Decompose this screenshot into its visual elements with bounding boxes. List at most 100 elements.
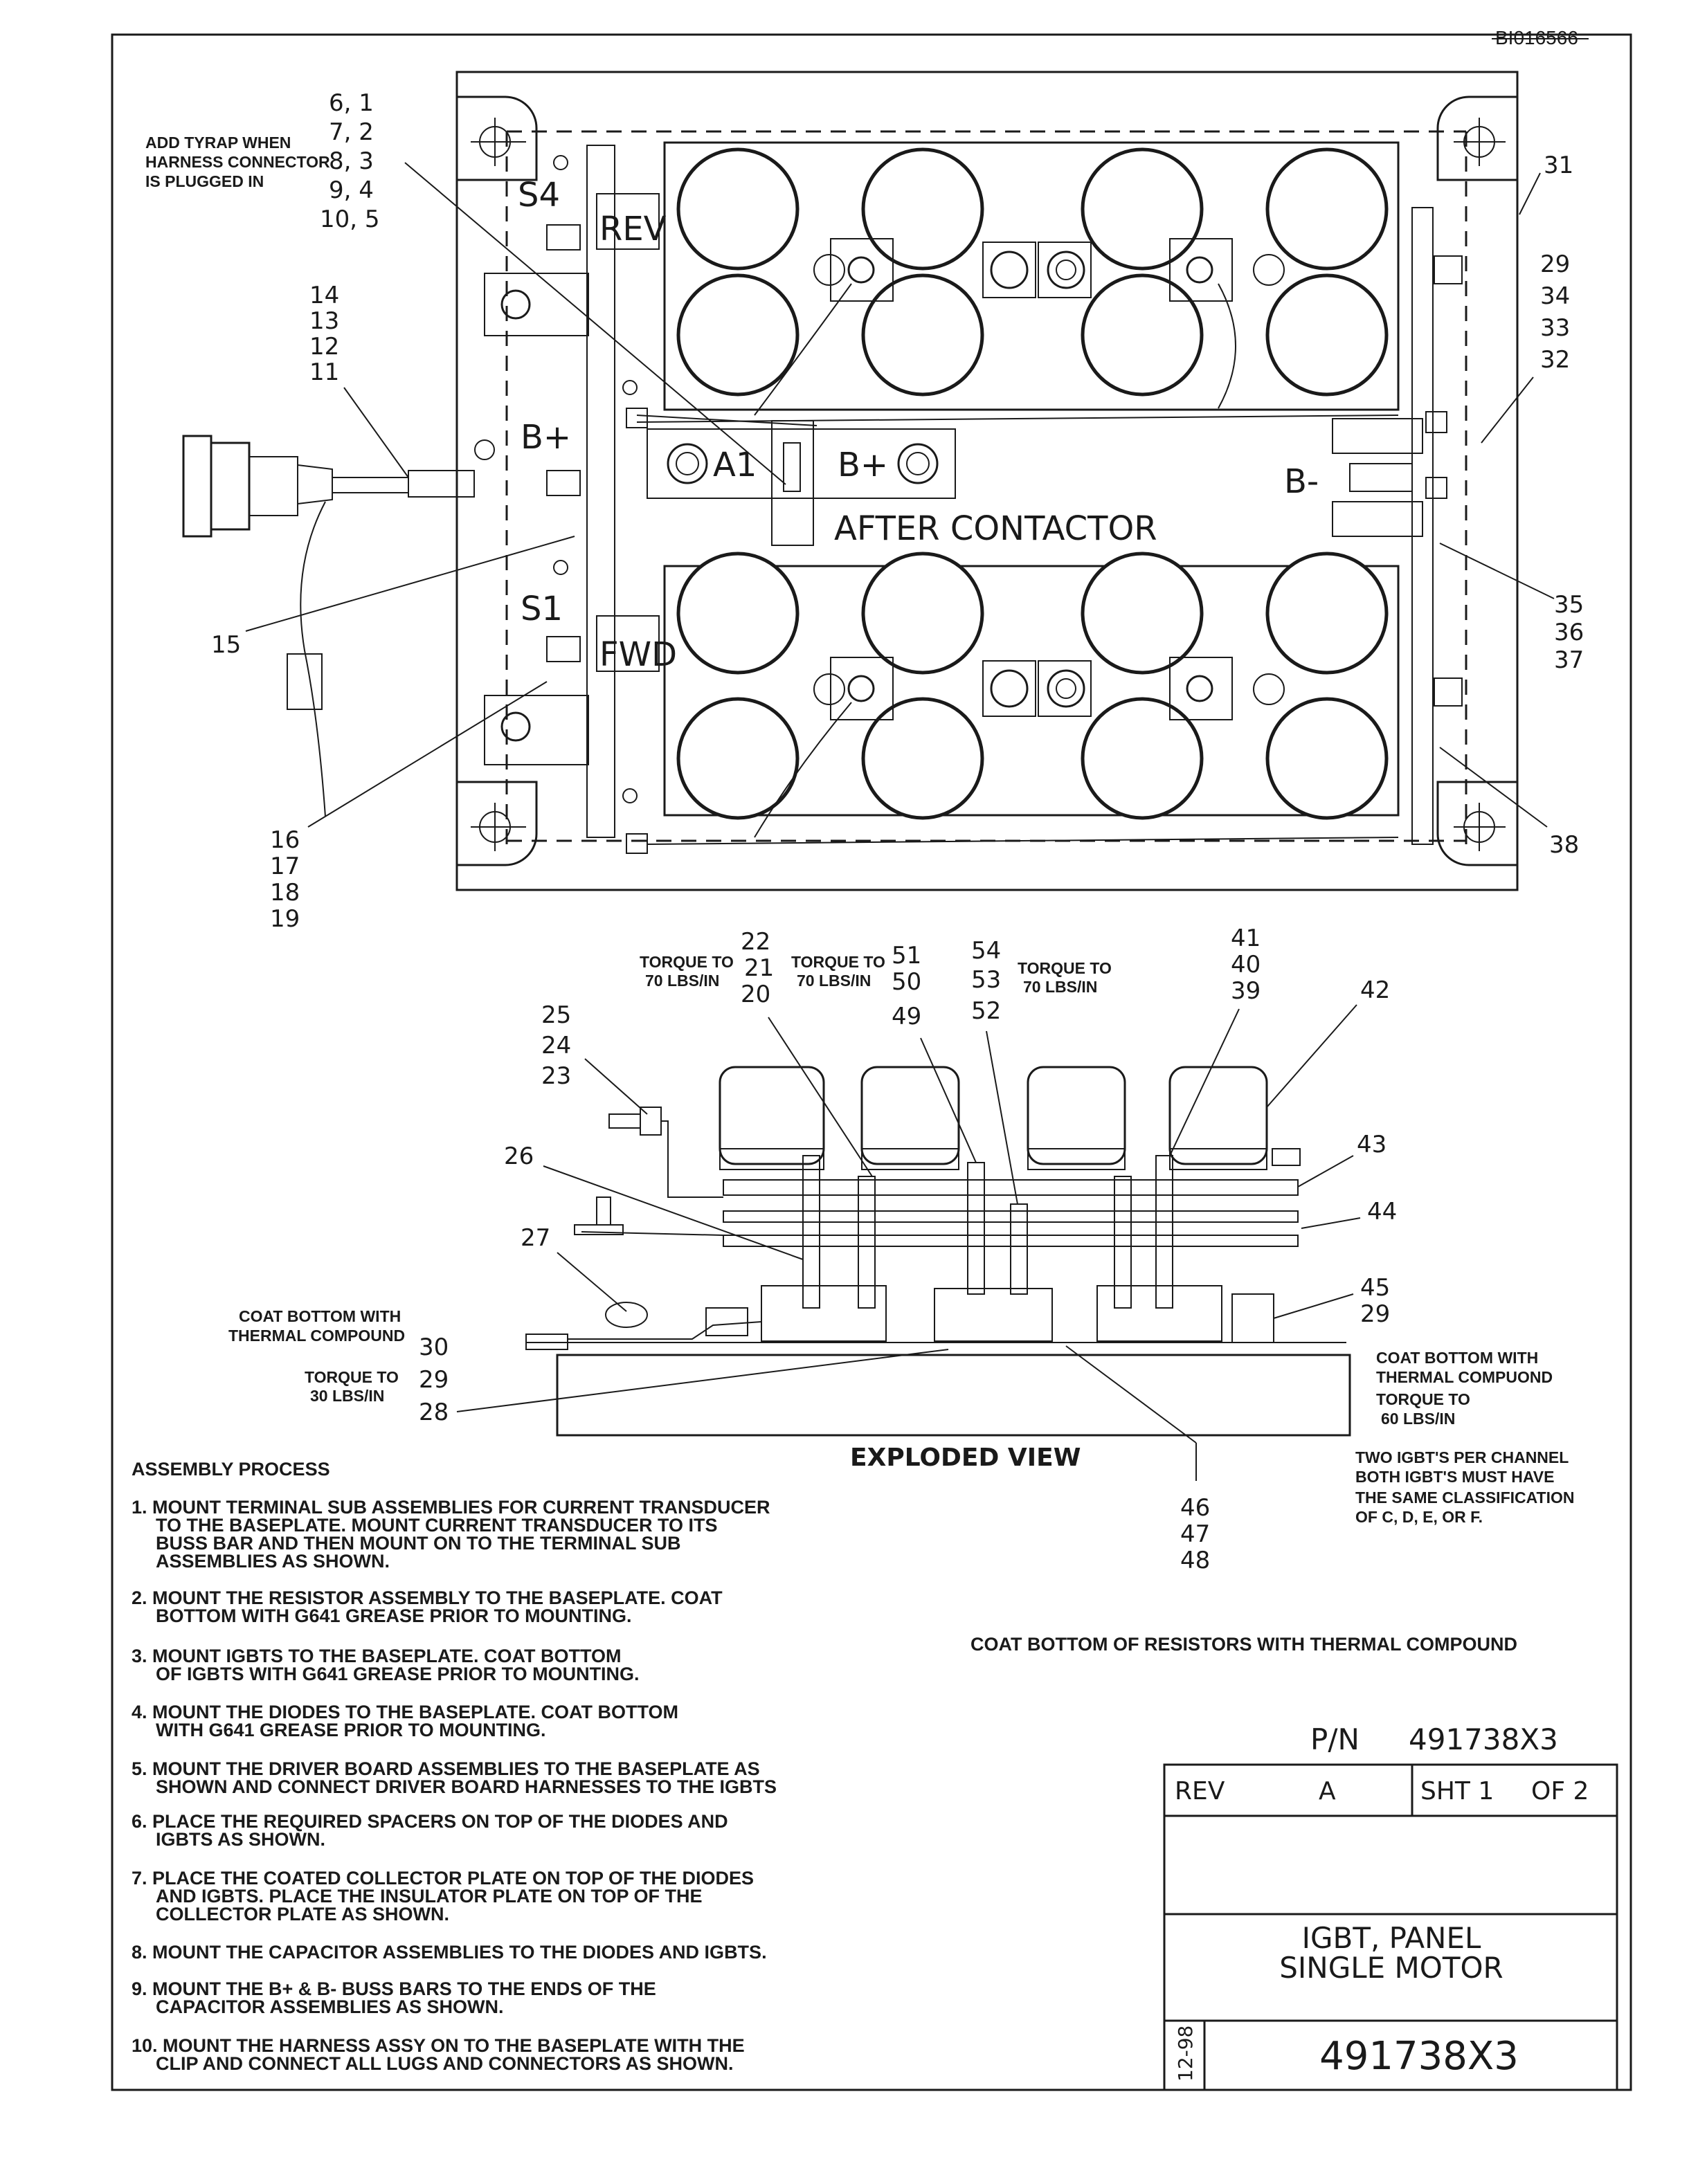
label-bplus-bus: B+	[838, 446, 888, 484]
callout-33: 33	[1540, 314, 1570, 342]
torque2-line2: 70 LBS/IN	[797, 972, 871, 990]
assembly-step-7: 7. PLACE THE COATED COLLECTOR PLATE ON T…	[132, 1868, 754, 1924]
svg-text:2. MOUNT THE RESISTOR ASSEMBLY: 2. MOUNT THE RESISTOR ASSEMBLY TO THE BA…	[132, 1587, 723, 1608]
callout-25: 25	[541, 1001, 571, 1029]
svg-text:SHOWN AND CONNECT DRIVER BOARD: SHOWN AND CONNECT DRIVER BOARD HARNESSES…	[156, 1776, 777, 1797]
title-block: P/N 491738X3 REV A SHT 1 OF 2 IGBT, PANE…	[1163, 1722, 1618, 2091]
svg-text:TO THE BASEPLATE. MOUNT CURREN: TO THE BASEPLATE. MOUNT CURRENT TRANSDUC…	[156, 1515, 718, 1536]
callout-29-exploded: 29	[1360, 1300, 1390, 1328]
callout-50: 50	[892, 968, 921, 996]
assembly-step-6: 6. PLACE THE REQUIRED SPACERS ON TOP OF …	[132, 1811, 728, 1850]
exploded-view	[525, 1066, 1351, 1437]
tywrap-note-line2: HARNESS CONNECTOR	[145, 153, 330, 171]
svg-text:IGBTS AS SHOWN.: IGBTS AS SHOWN.	[156, 1829, 325, 1850]
assembly-step-4: 4. MOUNT THE DIODES TO THE BASEPLATE. CO…	[132, 1702, 678, 1740]
callout-17: 17	[270, 853, 300, 880]
callout-42: 42	[1360, 976, 1390, 1004]
svg-text:BOTTOM WITH G641 GREASE PRIOR: BOTTOM WITH G641 GREASE PRIOR TO MOUNTIN…	[156, 1605, 632, 1626]
coat-left-line2: THERMAL COMPOUND	[228, 1327, 405, 1345]
callout-45: 45	[1360, 1274, 1390, 1302]
assembly-step-9: 9. MOUNT THE B+ & B- BUSS BARS TO THE EN…	[132, 1978, 656, 2017]
callout-47: 47	[1180, 1520, 1210, 1548]
callout-8-3: 8, 3	[329, 147, 374, 175]
igbt-note-line2: BOTH IGBT'S MUST HAVE	[1355, 1468, 1554, 1486]
assembly-step-1: 1. MOUNT TERMINAL SUB ASSEMBLIES FOR CUR…	[132, 1497, 770, 1572]
callout-12: 12	[309, 333, 339, 361]
callout-15: 15	[211, 631, 241, 659]
svg-text:9. MOUNT THE B+ & B- BUSS BARS: 9. MOUNT THE B+ & B- BUSS BARS TO THE EN…	[132, 1978, 656, 1999]
title-line-2: SINGLE MOTOR	[1279, 1951, 1503, 1985]
callout-6-1: 6, 1	[329, 89, 374, 117]
callout-53: 53	[971, 966, 1001, 994]
torque4-line1: TORQUE TO	[305, 1368, 399, 1386]
svg-text:CAPACITOR ASSEMBLIES AS SHOWN.: CAPACITOR ASSEMBLIES AS SHOWN.	[156, 1996, 504, 2017]
callout-36: 36	[1554, 619, 1584, 646]
callout-30: 30	[419, 1334, 449, 1361]
callout-41: 41	[1231, 925, 1261, 952]
label-bminus: B-	[1284, 462, 1319, 501]
svg-text:AND IGBTS. PLACE THE INSULATOR: AND IGBTS. PLACE THE INSULATOR PLATE ON …	[156, 1886, 703, 1907]
drawing-number: 491738X3	[1319, 2034, 1519, 2079]
pn-label: P/N	[1310, 1722, 1360, 1756]
torque1-line2: 70 LBS/IN	[645, 972, 719, 990]
coat-right-line2: THERMAL COMPUOND	[1376, 1368, 1553, 1386]
callout-10-5: 10, 5	[320, 206, 380, 233]
label-bplus-left: B+	[521, 418, 571, 457]
coat-right-line4: 60 LBS/IN	[1381, 1410, 1455, 1428]
assembly-heading: ASSEMBLY PROCESS	[132, 1459, 330, 1480]
pn-value: 491738X3	[1409, 1722, 1558, 1756]
svg-text:1. MOUNT TERMINAL SUB ASSEMBLI: 1. MOUNT TERMINAL SUB ASSEMBLIES FOR CUR…	[132, 1497, 770, 1518]
tywrap-note-line1: ADD TYRAP WHEN	[145, 134, 291, 152]
svg-text:5. MOUNT THE DRIVER BOARD ASSE: 5. MOUNT THE DRIVER BOARD ASSEMBLIES TO …	[132, 1758, 760, 1779]
torque3-line2: 70 LBS/IN	[1023, 978, 1097, 996]
title-line-1: IGBT, PANEL	[1302, 1921, 1481, 1955]
callout-40: 40	[1231, 951, 1261, 979]
svg-text:BUSS BAR AND THEN MOUNT ON TO: BUSS BAR AND THEN MOUNT ON TO THE TERMIN…	[156, 1533, 681, 1554]
igbt-note-line3: THE SAME CLASSIFICATION	[1355, 1489, 1574, 1507]
callout-51: 51	[892, 942, 921, 970]
assembly-step-10: 10. MOUNT THE HARNESS ASSY ON TO THE BAS…	[132, 2035, 745, 2074]
svg-text:7. PLACE THE COATED COLLECTOR: 7. PLACE THE COATED COLLECTOR PLATE ON T…	[132, 1868, 754, 1889]
callout-11: 11	[309, 358, 339, 386]
callout-48: 48	[1180, 1547, 1210, 1574]
panel-top-view	[182, 71, 1519, 891]
svg-text:COLLECTOR PLATE AS SHOWN.: COLLECTOR PLATE AS SHOWN.	[156, 1904, 449, 1924]
callout-9-4: 9, 4	[329, 176, 374, 204]
sheet-number: SHT 1	[1420, 1777, 1494, 1805]
callout-28: 28	[419, 1399, 449, 1426]
assembly-step-5: 5. MOUNT THE DRIVER BOARD ASSEMBLIES TO …	[132, 1758, 777, 1797]
coat-left-line1: COAT BOTTOM WITH	[239, 1307, 401, 1325]
callout-37: 37	[1554, 646, 1584, 674]
callout-26: 26	[504, 1143, 534, 1170]
drawing-date: 12-98	[1174, 2026, 1197, 2082]
callout-24: 24	[541, 1032, 571, 1059]
svg-text:ASSEMBLIES AS SHOWN.: ASSEMBLIES AS SHOWN.	[156, 1551, 390, 1572]
callout-43: 43	[1357, 1131, 1387, 1158]
callout-44: 44	[1367, 1198, 1397, 1226]
assembly-process: ASSEMBLY PROCESS 1. MOUNT TERMINAL SUB A…	[132, 1459, 777, 2074]
svg-text:WITH G641 GREASE PRIOR TO MOUN: WITH G641 GREASE PRIOR TO MOUNTING.	[156, 1720, 546, 1740]
svg-text:OF IGBTS WITH G641 GREASE PRIO: OF IGBTS WITH G641 GREASE PRIOR TO MOUNT…	[156, 1664, 640, 1684]
callout-27: 27	[521, 1224, 550, 1252]
label-rev: REV	[599, 210, 667, 248]
callout-14: 14	[309, 282, 339, 309]
callout-35: 35	[1554, 591, 1584, 619]
callout-20: 20	[741, 981, 770, 1008]
doc-id: BI016566	[1495, 27, 1578, 48]
callout-29: 29	[1540, 251, 1570, 278]
exploded-view-title: EXPLODED VIEW	[850, 1444, 1081, 1472]
torque3-line1: TORQUE TO	[1018, 959, 1112, 977]
svg-text:CLIP AND CONNECT ALL LUGS AND: CLIP AND CONNECT ALL LUGS AND CONNECTORS…	[156, 2053, 734, 2074]
torque4-line2: 30 LBS/IN	[310, 1387, 384, 1405]
label-s1: S1	[521, 590, 563, 628]
callout-29-lower: 29	[419, 1366, 449, 1394]
callout-52: 52	[971, 997, 1001, 1025]
callout-46: 46	[1180, 1494, 1210, 1522]
coat-right-line3: TORQUE TO	[1376, 1390, 1470, 1408]
callout-13: 13	[309, 307, 339, 335]
callout-32: 32	[1540, 346, 1570, 374]
svg-text:4. MOUNT THE DIODES TO THE BAS: 4. MOUNT THE DIODES TO THE BASEPLATE. CO…	[132, 1702, 678, 1722]
svg-text:8. MOUNT THE CAPACITOR ASSEMBL: 8. MOUNT THE CAPACITOR ASSEMBLIES TO THE…	[132, 1942, 767, 1963]
callout-38: 38	[1549, 831, 1579, 859]
